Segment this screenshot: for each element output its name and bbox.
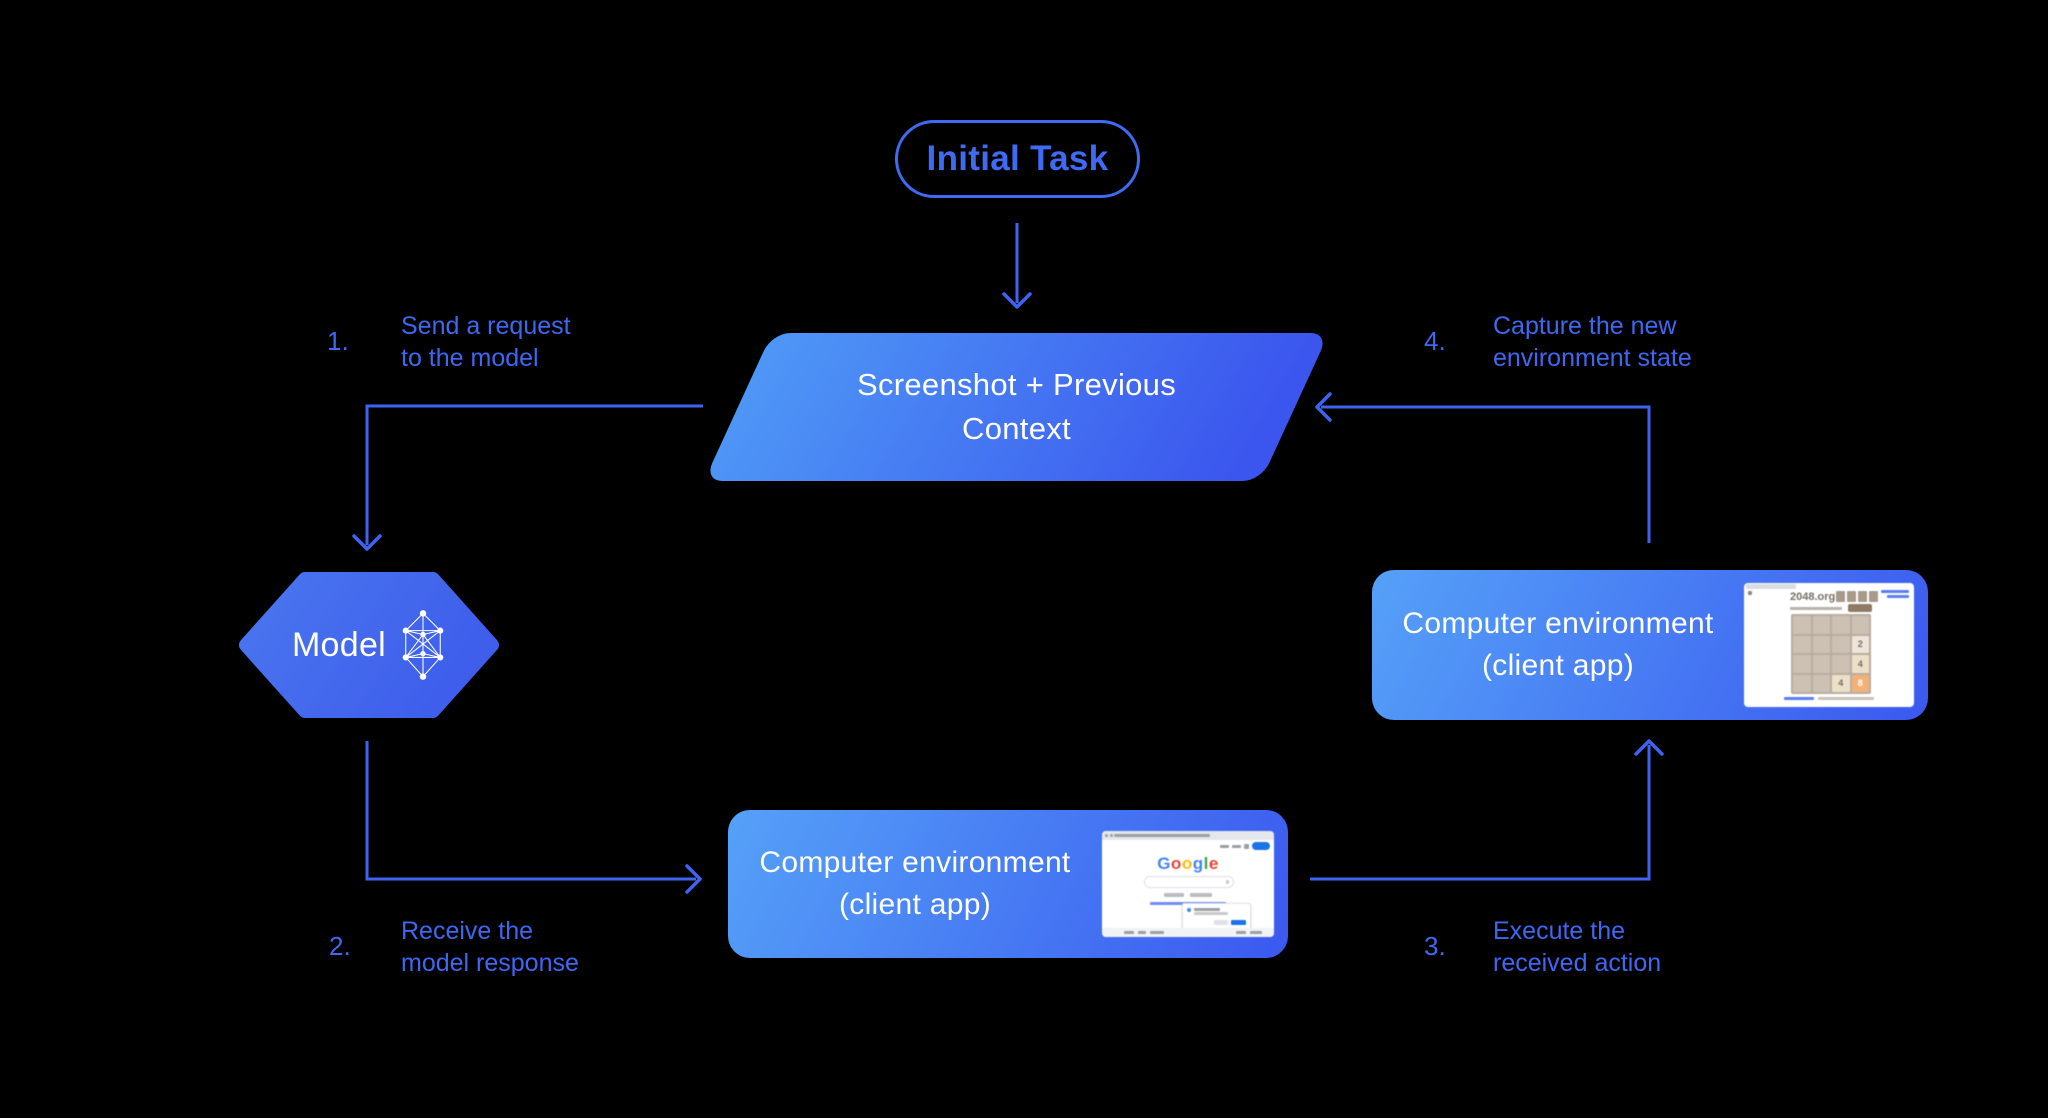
arrow-env-to-context bbox=[1321, 405, 1651, 543]
tab-dot bbox=[1105, 834, 1108, 837]
step-2-number: 2. bbox=[329, 931, 351, 961]
step-1-line2: to the model bbox=[401, 344, 539, 372]
footer-link-blob bbox=[1124, 931, 1134, 934]
browser-chrome-bar bbox=[1102, 831, 1274, 840]
screenshot-context-line2: Context bbox=[962, 411, 1071, 446]
footer-bar bbox=[1102, 928, 1274, 937]
lucky-button-blob bbox=[1190, 893, 1212, 897]
footer-link-blob bbox=[1784, 697, 1814, 700]
images-link-blob bbox=[1232, 845, 1241, 848]
arrow-model-to-env bbox=[365, 741, 696, 881]
step-4-line1: Capture the new bbox=[1493, 312, 1677, 340]
step-4-line2: environment state bbox=[1493, 344, 1692, 372]
google-logo-letter: o bbox=[1181, 854, 1193, 873]
score-box-blob bbox=[1869, 591, 1878, 602]
step-1-number: 1. bbox=[327, 326, 349, 356]
tagline-text-blob bbox=[1790, 607, 1842, 610]
link-text-blob bbox=[1887, 595, 1909, 598]
footer-link-blob bbox=[1250, 931, 1262, 934]
score-box-blob bbox=[1858, 591, 1867, 602]
apps-grid-icon bbox=[1244, 844, 1249, 849]
arrow-env-to-env bbox=[1310, 745, 1651, 881]
dialog-text-blob bbox=[1194, 908, 1220, 911]
arrowhead-left-icon bbox=[1315, 392, 1332, 422]
step-3-label: Execute the received action bbox=[1493, 915, 1661, 979]
gmail-link-blob bbox=[1220, 845, 1229, 848]
step-1-line1: Send a request bbox=[401, 312, 571, 340]
favicon-blob bbox=[1748, 591, 1752, 595]
google-logo-letter: o bbox=[1170, 854, 1182, 873]
footer-link-blob bbox=[1150, 931, 1164, 934]
screenshot-context-line1: Screenshot + Previous bbox=[856, 367, 1177, 402]
score-box-blob bbox=[1836, 591, 1845, 602]
step-3-number: 3. bbox=[1424, 931, 1446, 961]
dialog-text-blob bbox=[1194, 912, 1228, 915]
tab-dot bbox=[1110, 834, 1113, 837]
env-right-line1: Computer environment bbox=[1402, 607, 1714, 640]
arrow-context-to-model bbox=[365, 404, 703, 545]
google-homepage-thumbnail: Google bbox=[1102, 831, 1274, 937]
dialog-secondary-button-blob bbox=[1214, 920, 1228, 925]
step-3-line1: Execute the bbox=[1493, 917, 1626, 945]
tile-4: 4 bbox=[1851, 655, 1869, 673]
google-logo: Google bbox=[1102, 854, 1274, 874]
neural-network-icon bbox=[402, 610, 444, 680]
initial-task-node: Initial Task bbox=[895, 120, 1140, 198]
model-label: Model bbox=[291, 625, 387, 664]
step-4-label: Capture the new environment state bbox=[1493, 310, 1692, 374]
footer-link-blob bbox=[1236, 931, 1246, 934]
sign-in-button-blob bbox=[1252, 842, 1270, 850]
search-button-blob bbox=[1164, 893, 1184, 897]
arrowhead-down-icon bbox=[1002, 292, 1032, 309]
url-bar-blob bbox=[1114, 834, 1210, 837]
tile-2: 2 bbox=[1851, 635, 1869, 653]
step-3-line2: received action bbox=[1493, 949, 1662, 977]
computer-env-right-node: Computer environment (client app) 2048.o… bbox=[1372, 570, 1928, 720]
step-4-number: 4. bbox=[1424, 326, 1446, 356]
step-2-label: Receive the model response bbox=[401, 915, 579, 979]
google-logo-letter: G bbox=[1157, 854, 1171, 873]
sign-in-dialog bbox=[1182, 903, 1251, 929]
google-logo-letter: e bbox=[1208, 854, 1219, 873]
arrowhead-right-icon bbox=[685, 864, 702, 894]
arrowhead-down-icon bbox=[352, 534, 382, 551]
step-2-line1: Receive the bbox=[401, 917, 534, 945]
search-bar bbox=[1144, 876, 1234, 888]
initial-task-label: Initial Task bbox=[926, 139, 1109, 178]
env-right-line2: (client app) bbox=[1481, 649, 1634, 682]
browser-tab-blob bbox=[1746, 584, 1796, 589]
google-logo-letter: g bbox=[1192, 854, 1204, 873]
mic-icon-blob bbox=[1226, 880, 1229, 884]
step-1-label: Send a request to the model bbox=[401, 310, 571, 374]
new-game-button-blob bbox=[1848, 604, 1872, 612]
footer-link-blob bbox=[1138, 931, 1146, 934]
site-title: 2048.org bbox=[1790, 591, 1836, 603]
env-bottom-line2: (client app) bbox=[838, 888, 991, 921]
computer-env-bottom-node: Computer environment (client app) Google bbox=[728, 810, 1288, 958]
score-box-blob bbox=[1847, 591, 1856, 602]
dialog-primary-button-blob bbox=[1231, 920, 1246, 925]
tile-8: 8 bbox=[1851, 674, 1869, 692]
screenshot-context-node: Screenshot + Previous Context bbox=[703, 333, 1330, 481]
dialog-g-icon bbox=[1187, 908, 1191, 912]
link-text-blob bbox=[1881, 590, 1909, 593]
arrowhead-up-icon bbox=[1634, 739, 1664, 756]
footer-text-blob bbox=[1818, 697, 1874, 700]
hexagon-shape bbox=[239, 572, 499, 718]
env-bottom-line1: Computer environment bbox=[759, 846, 1071, 879]
model-node: Model bbox=[239, 571, 499, 719]
google-logo-letter: l bbox=[1203, 854, 1209, 873]
step-2-line2: model response bbox=[401, 949, 579, 977]
tile-4: 4 bbox=[1832, 674, 1850, 692]
